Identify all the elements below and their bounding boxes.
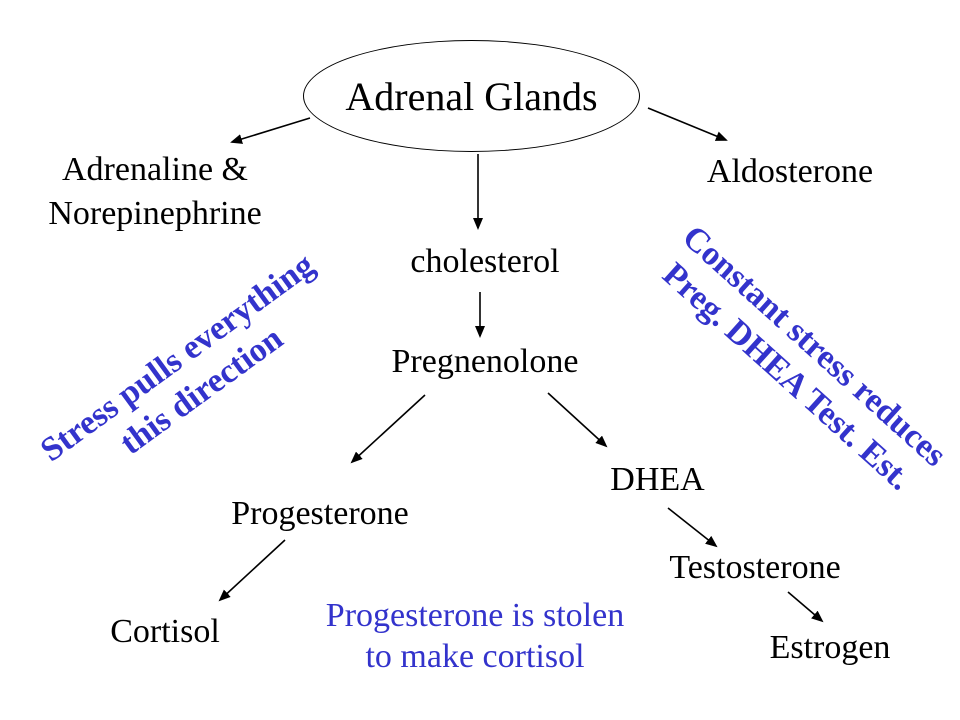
arrow-adrenal-to-aldosterone [647,107,728,141]
testosterone-label: Testosterone [669,549,841,586]
testosterone-node: Testosterone [630,546,880,590]
progesterone-stolen-line2: to make cortisol [365,637,585,675]
estrogen-label: Estrogen [769,629,891,666]
adrenaline-label-line1: Adrenaline & [62,151,248,188]
adrenaline-label-line2: Norepinephrine [48,195,262,233]
estrogen-node: Estrogen [730,626,930,670]
aldosterone-label: Aldosterone [706,153,874,190]
cortisol-node: Cortisol [70,610,260,654]
progesterone-node: Progesterone [180,492,460,536]
aldosterone-node: Aldosterone [660,150,920,194]
adrenal-glands-node: Adrenal Glands [303,40,640,152]
progesterone-label: Progesterone [231,495,409,532]
arrow-progesterone-to-cortisol [218,539,286,602]
cholesterol-label: cholesterol [410,243,560,280]
pregnenolone-label: Pregnenolone [391,343,579,380]
dhea-node: DHEA [570,458,745,502]
arrow-pregnenolone-to-progesterone [350,394,426,464]
progesterone-stolen-annotation: Progesterone is stolen to make cortisol [280,596,670,678]
arrow-dhea-to-testosterone [667,507,718,548]
arrow-testosterone-to-estrogen [787,591,824,623]
arrow-pregnenolone-to-dhea [547,392,608,448]
adrenaline-norepinephrine-node: Adrenaline & Norepinephrine [10,148,300,236]
dhea-label: DHEA [610,461,705,498]
pregnenolone-node: Pregnenolone [340,340,630,384]
cholesterol-node: cholesterol [360,240,610,284]
arrow-adrenal-to-adrenaline [230,117,311,144]
adrenal-glands-label: Adrenal Glands [345,73,598,119]
progesterone-stolen-line1: Progesterone is stolen [325,597,625,634]
cortisol-label: Cortisol [110,613,220,650]
